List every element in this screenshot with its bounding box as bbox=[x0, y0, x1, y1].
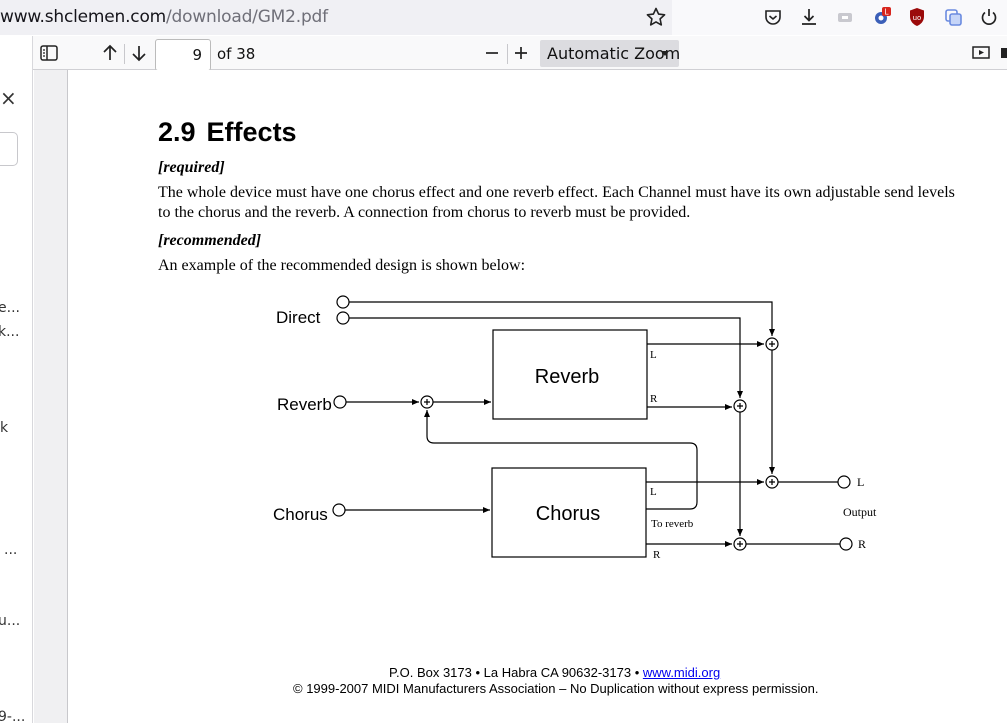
reverb-input-terminal bbox=[333, 395, 347, 409]
page-number-input[interactable]: 9 bbox=[155, 39, 211, 71]
direct-label: Direct bbox=[276, 308, 321, 327]
pocket-icon[interactable] bbox=[762, 6, 784, 28]
reverb-input-label: Reverb bbox=[277, 395, 332, 414]
zoom-out-icon[interactable] bbox=[484, 45, 500, 61]
presentation-mode-icon[interactable] bbox=[972, 45, 990, 61]
chorus-l-label: L bbox=[650, 486, 657, 498]
url-host: www.shclemen.com bbox=[0, 7, 167, 27]
footer-address: P.O. Box 3173 • La Habra CA 90632-3173 •… bbox=[389, 665, 720, 680]
footer-link[interactable]: www.midi.org bbox=[642, 665, 721, 680]
chorus-box-label: Chorus bbox=[536, 503, 600, 525]
url-bar: www.shclemen.com/download/GM2.pdf L uo bbox=[0, 0, 1007, 35]
chorus-box bbox=[491, 467, 647, 558]
direct-terminal-bottom bbox=[336, 311, 350, 325]
toolbar-separator bbox=[507, 44, 508, 64]
section-title: Effects bbox=[206, 117, 297, 147]
reverb-r-label: R bbox=[650, 393, 658, 405]
url-path: /download/GM2.pdf bbox=[166, 7, 328, 27]
url-text[interactable]: www.shclemen.com/download/GM2.pdf bbox=[0, 7, 328, 27]
section-number: 2.9 bbox=[158, 117, 196, 147]
reverb-l-label: L bbox=[650, 349, 657, 361]
zoom-select[interactable]: Automatic Zoom bbox=[540, 40, 681, 67]
output-label: Output bbox=[843, 505, 877, 519]
outline-item[interactable]: 9-... bbox=[0, 709, 26, 723]
bookmark-star-icon[interactable] bbox=[645, 6, 667, 28]
extension-icon[interactable] bbox=[942, 6, 964, 28]
output-r-label: R bbox=[858, 537, 866, 551]
outline-item[interactable]: e... bbox=[0, 300, 20, 316]
chorus-input-label: Chorus bbox=[273, 505, 328, 524]
power-icon[interactable] bbox=[978, 6, 1000, 28]
next-page-icon[interactable] bbox=[130, 44, 148, 62]
footer-address-text: P.O. Box 3173 • La Habra CA 90632-3173 • bbox=[389, 665, 643, 680]
direct-terminal-top bbox=[336, 295, 350, 309]
reverb-box bbox=[492, 329, 648, 420]
extension-icon[interactable]: L bbox=[870, 6, 892, 28]
address-field[interactable]: www.shclemen.com/download/GM2.pdf bbox=[0, 0, 672, 35]
close-icon[interactable]: × bbox=[0, 86, 17, 110]
toolbar-separator bbox=[124, 44, 125, 64]
extension-icon[interactable] bbox=[834, 6, 856, 28]
footer-copyright: © 1999-2007 MIDI Manufacturers Associati… bbox=[293, 681, 819, 696]
zoom-in-icon[interactable] bbox=[513, 45, 529, 61]
chorus-r-label: R bbox=[653, 549, 661, 561]
sidebar-search-box[interactable] bbox=[0, 132, 18, 166]
chevron-down-icon bbox=[661, 51, 669, 56]
pdf-sidebar: × e... k... k ... u... 9-... bbox=[0, 36, 33, 723]
page-count: of 38 bbox=[217, 45, 256, 63]
svg-text:uo: uo bbox=[913, 14, 922, 22]
outline-item[interactable]: k... bbox=[0, 324, 20, 340]
recommended-label: [recommended] bbox=[158, 232, 262, 249]
output-r-terminal bbox=[839, 537, 853, 551]
chorus-input-terminal bbox=[332, 503, 346, 517]
zoom-value: Automatic Zoom bbox=[547, 44, 681, 63]
outline-item[interactable]: k bbox=[0, 420, 9, 436]
extension-badge: L bbox=[884, 8, 889, 17]
required-paragraph: The whole device must have one chorus ef… bbox=[158, 184, 955, 221]
sidebar-toggle-icon[interactable] bbox=[40, 45, 58, 61]
ublock-icon[interactable]: uo bbox=[906, 6, 928, 28]
downloads-icon[interactable] bbox=[798, 6, 820, 28]
outline-item[interactable]: ... bbox=[4, 542, 18, 558]
output-l-terminal bbox=[837, 475, 851, 489]
section-heading: 2.9 Effects bbox=[158, 117, 297, 148]
output-l-label: L bbox=[857, 475, 864, 489]
outline-item[interactable]: u... bbox=[0, 613, 21, 629]
required-label: [required] bbox=[158, 159, 225, 176]
previous-page-icon[interactable] bbox=[101, 44, 119, 62]
recommended-paragraph: An example of the recommended design is … bbox=[158, 257, 526, 274]
to-reverb-label: To reverb bbox=[651, 518, 694, 530]
reverb-box-label: Reverb bbox=[535, 366, 599, 388]
tools-icon[interactable] bbox=[998, 45, 1007, 61]
